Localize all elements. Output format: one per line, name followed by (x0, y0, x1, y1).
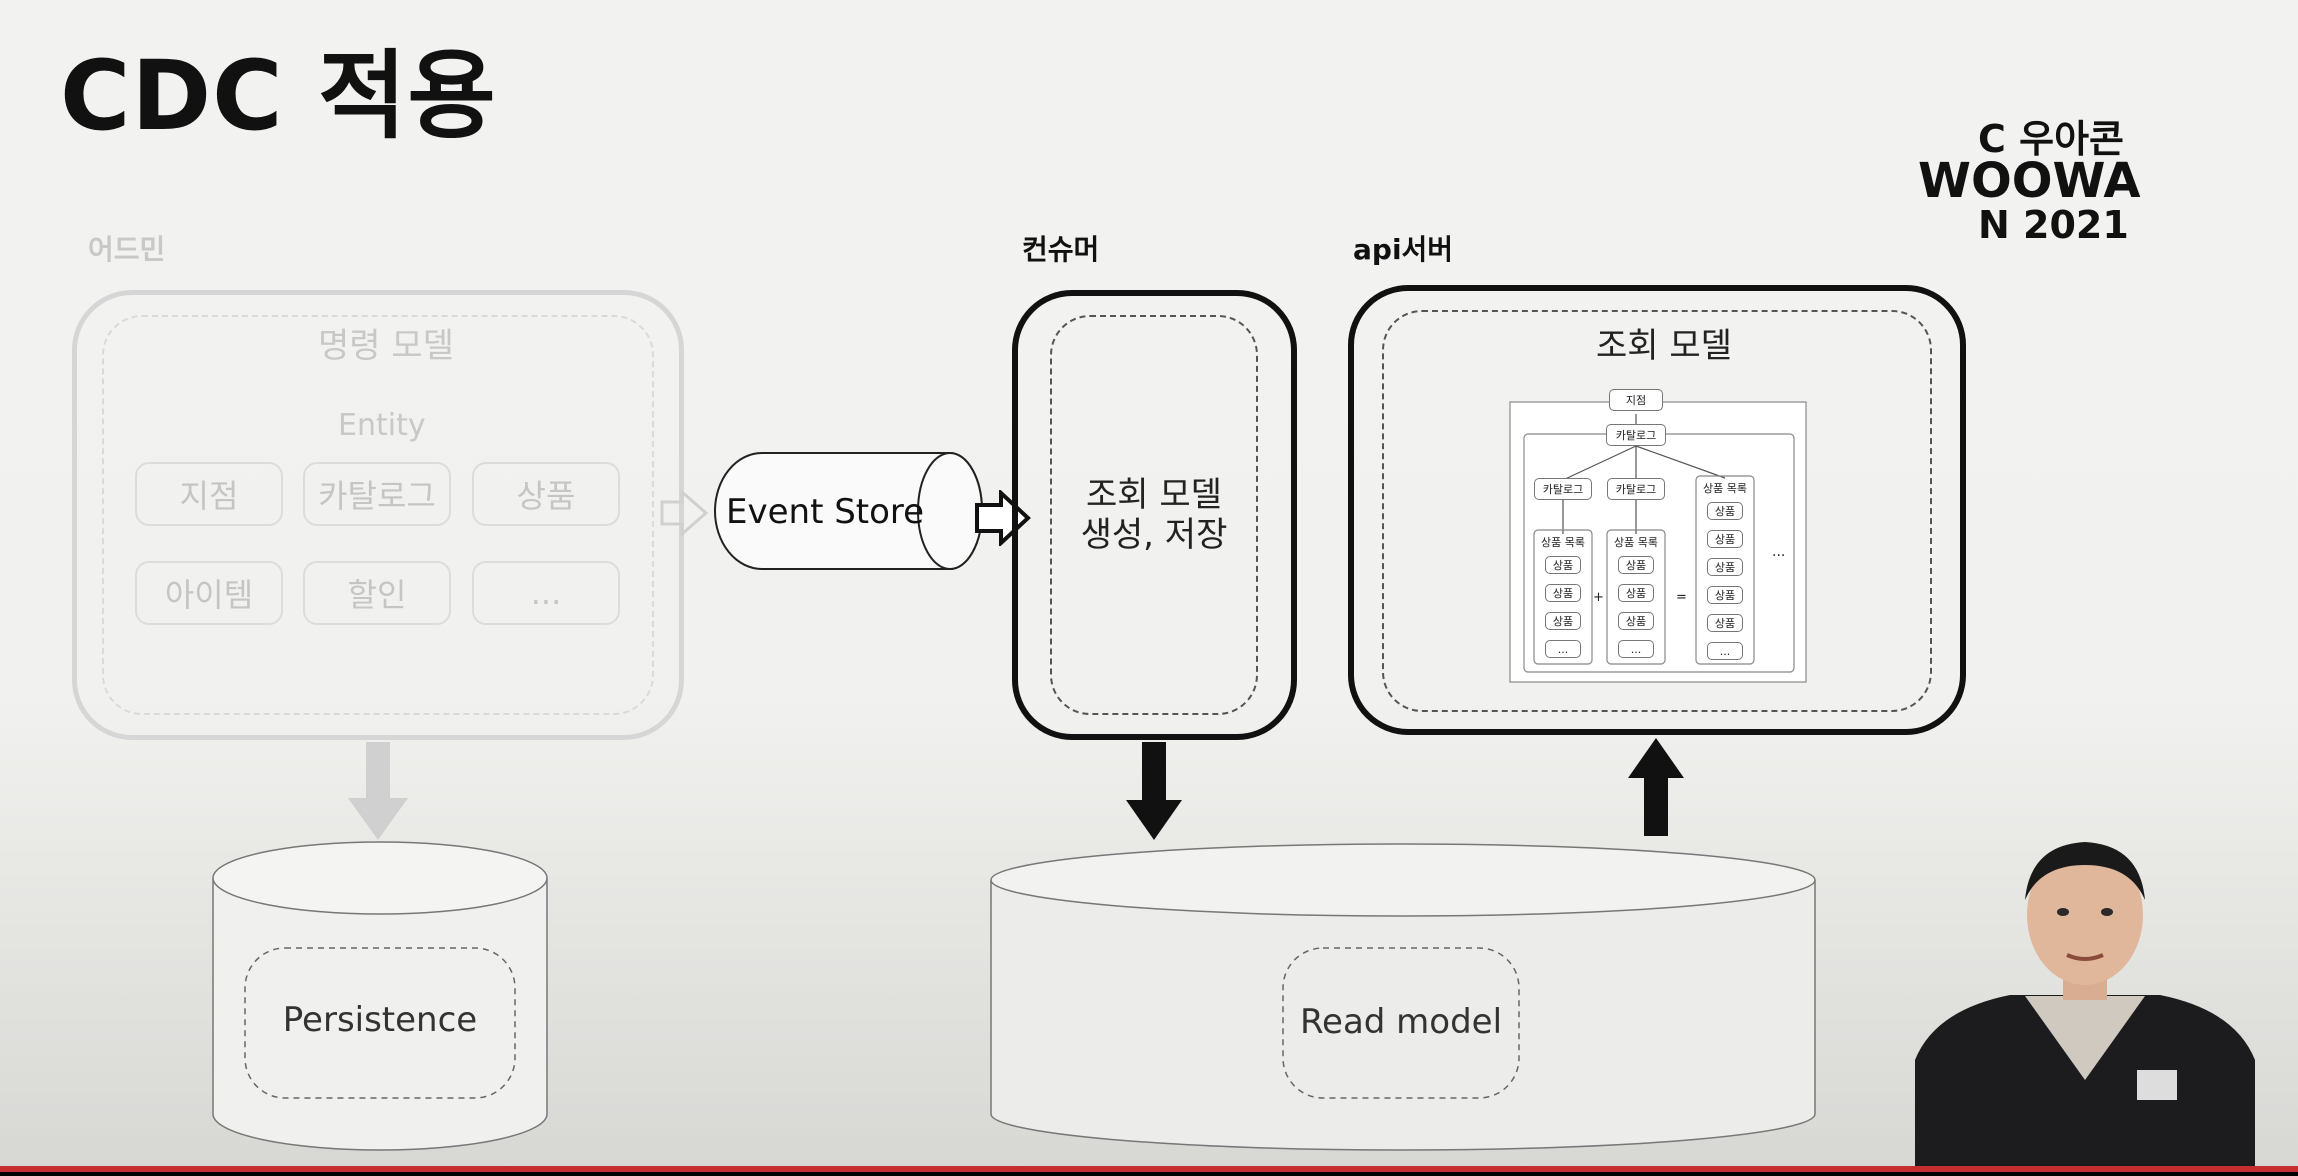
diagram-equals: = (1676, 590, 1687, 605)
api-server-label: api서버 (1353, 233, 1454, 266)
entity-branch: 지점 (135, 462, 283, 526)
diagram-product-chip: 상품 (1545, 584, 1581, 602)
entity-product: 상품 (472, 462, 620, 526)
read-model-db-icon (990, 843, 1816, 1151)
diagram-product-chip: 상품 (1707, 502, 1743, 520)
presenter-icon (1915, 842, 2255, 1172)
persistence-label: Persistence (282, 1000, 478, 1040)
persist-arrow-icon (348, 742, 408, 840)
logo-line-1: C 우아콘 (1978, 117, 2124, 161)
consumer-text-line-2: 생성, 저장 (1080, 515, 1228, 555)
query-model-diagram: 지점 카탈로그 카탈로그 카탈로그 상품 목록 상품 목록 상품 목록 상품 상… (1508, 384, 1808, 684)
diagram-sub-catalog-2: 카탈로그 (1607, 478, 1665, 500)
query-model-inner (1382, 310, 1932, 712)
event-store-label: Event Store (726, 492, 925, 532)
command-model-frame (72, 290, 684, 740)
consumer-text-line-1: 조회 모델 (1086, 475, 1222, 515)
diagram-list-label-2: 상품 목록 (1614, 536, 1658, 549)
persistence-db-icon (212, 841, 548, 1151)
diagram-product-chip: 상품 (1707, 558, 1743, 576)
diagram-product-chip: 상품 (1707, 614, 1743, 632)
progress-strip (0, 1166, 2298, 1172)
logo-line-2: WOOWA (1918, 153, 2141, 209)
command-model-inner (102, 315, 654, 715)
command-model-title: 명령 모델 (318, 326, 454, 366)
consumer-text: 조회 모델 생성, 저장 (1050, 455, 1258, 575)
admin-label: 어드민 (88, 233, 166, 266)
admin-to-store-arrow-icon (660, 490, 709, 536)
diagram-list-label-3: 상품 목록 (1703, 482, 1747, 495)
consumer-inner (1050, 315, 1258, 715)
entity-item: 아이템 (135, 561, 283, 625)
diagram-side-ellipsis: ... (1772, 544, 1786, 560)
diagram-product-chip: 상품 (1618, 584, 1654, 602)
db-to-api-arrow-icon (1628, 738, 1684, 836)
diagram-plus: + (1593, 590, 1604, 605)
diagram-root-chip: 지점 (1609, 389, 1663, 411)
consumer-label: 컨슈머 (1022, 233, 1100, 266)
diagram-more-chip: ... (1707, 642, 1743, 660)
logo-line-3: N 2021 (1978, 203, 2129, 247)
event-store-icon (714, 452, 983, 570)
diagram-sub-catalog-1: 카탈로그 (1534, 478, 1592, 500)
presenter-video (1915, 820, 2255, 1172)
entity-catalog: 카탈로그 (303, 462, 451, 526)
diagram-product-chip: 상품 (1707, 586, 1743, 604)
diagram-product-chip: 상품 (1618, 612, 1654, 630)
diagram-product-chip: 상품 (1545, 612, 1581, 630)
diagram-product-chip: 상품 (1707, 530, 1743, 548)
diagram-product-chip: 상품 (1618, 556, 1654, 574)
entity-more: ... (472, 561, 620, 625)
read-model-label: Read model (1299, 1002, 1503, 1042)
diagram-more-chip: ... (1545, 640, 1581, 658)
diagram-more-chip: ... (1618, 640, 1654, 658)
consumer-to-db-arrow-icon (1126, 742, 1182, 840)
diagram-product-chip: 상품 (1545, 556, 1581, 574)
diagram-lines (1509, 401, 1807, 683)
slide-title: CDC 적용 (60, 40, 497, 152)
query-model-title: 조회 모델 (1596, 326, 1732, 366)
diagram-catalog-chip: 카탈로그 (1606, 424, 1666, 446)
woowacon-logo: C 우아콘 WOOWA N 2021 (1918, 108, 2178, 248)
query-model-frame (1348, 285, 1966, 735)
diagram-list-label-1: 상품 목록 (1541, 536, 1585, 549)
entity-discount: 할인 (303, 561, 451, 625)
entity-label: Entity (338, 408, 426, 443)
consumer-frame (1012, 290, 1297, 740)
